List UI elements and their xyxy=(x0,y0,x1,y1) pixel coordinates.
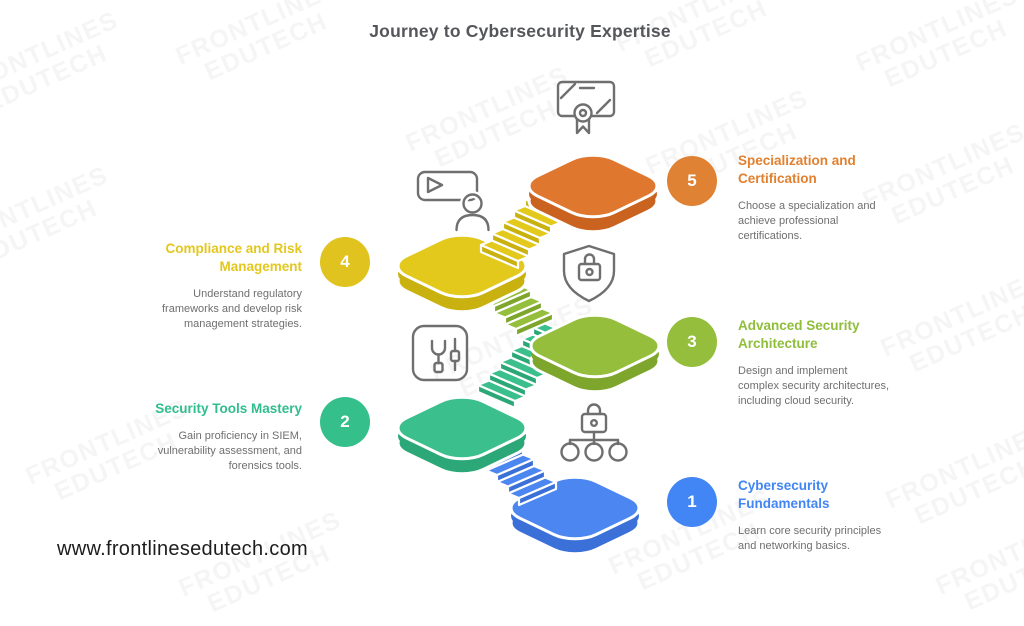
step-text-block-1: Cybersecurity Fundamentals Learn core se… xyxy=(738,477,890,554)
step-title: Specialization and Certification xyxy=(738,153,856,187)
step-number-badge-3: 3 xyxy=(667,317,717,367)
step-title: Advanced Security Architecture xyxy=(738,318,860,352)
platform-step-3 xyxy=(519,309,672,397)
step-title: Cybersecurity Fundamentals xyxy=(738,478,830,512)
shield-lock-icon xyxy=(562,244,616,303)
step-description: Choose a specialization and achieve prof… xyxy=(738,200,876,243)
tools-icon xyxy=(411,324,469,382)
page-title: Journey to Cybersecurity Expertise xyxy=(369,21,671,41)
step-number-badge-2: 2 xyxy=(320,397,370,447)
step-number-badge-1: 1 xyxy=(667,477,717,527)
step-text-block-4: Compliance and Risk Management Understan… xyxy=(150,240,302,332)
step-text-block-3: Advanced Security Architecture Design an… xyxy=(738,317,890,409)
video-user-icon xyxy=(416,170,492,234)
step-title: Compliance and Risk Management xyxy=(165,241,302,275)
step-description: Design and implement complex security ar… xyxy=(738,365,889,408)
website-url: www.frontlinesedutech.com xyxy=(57,538,308,560)
certificate-icon xyxy=(556,80,616,135)
platform-step-2 xyxy=(386,391,539,479)
step-title: Security Tools Mastery xyxy=(155,401,302,416)
step-number-badge-4: 4 xyxy=(320,237,370,287)
step-description: Gain proficiency in SIEM, vulnerability … xyxy=(157,430,302,473)
step-description: Learn core security principles and netwo… xyxy=(738,525,882,553)
staircase-diagram xyxy=(0,80,1024,576)
step-number-badge-5: 5 xyxy=(667,156,717,206)
step-text-block-2: Security Tools Mastery Gain proficiency … xyxy=(150,400,302,474)
step-description: Understand regulatory frameworks and dev… xyxy=(161,288,302,331)
platform-step-5 xyxy=(517,149,670,237)
network-lock-icon xyxy=(560,403,628,462)
step-text-block-5: Specialization and Certification Choose … xyxy=(738,152,890,244)
